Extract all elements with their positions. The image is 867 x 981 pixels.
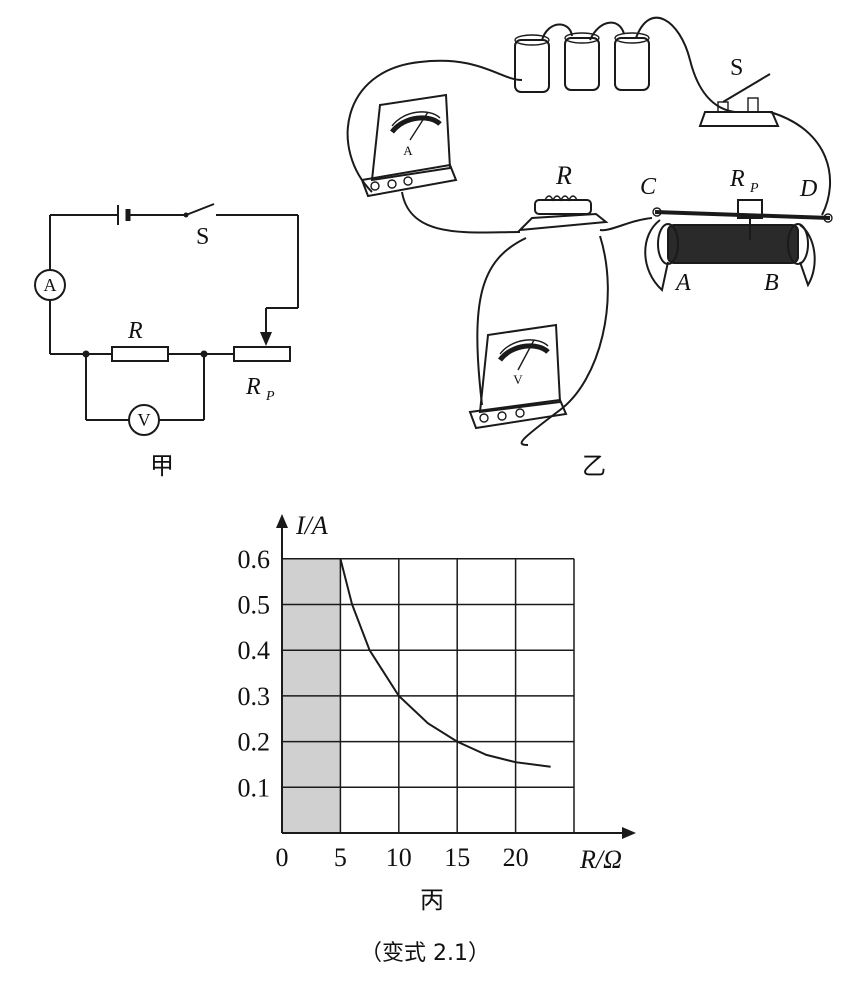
- resistor-label: R: [127, 318, 143, 344]
- wire-resistor-rheostat: [599, 217, 653, 232]
- ammeter-device: [360, 93, 458, 198]
- rheostat-terminal-c: C: [640, 174, 657, 200]
- x-tick-label: 5: [334, 843, 347, 872]
- switch-label-physical: S: [730, 55, 743, 81]
- caption-bing: 丙: [420, 886, 444, 914]
- apparatus-drawing: S A R: [346, 16, 833, 480]
- rheostat-rp: [233, 346, 291, 362]
- rheostat-label: R: [245, 374, 261, 400]
- voltmeter-device: [468, 323, 568, 430]
- y-tick-label: 0.4: [238, 636, 271, 665]
- switch-blade: [185, 203, 215, 216]
- y-axis-label: I/A: [295, 511, 328, 540]
- chart-axes: [276, 514, 636, 839]
- x-axis-arrow: [622, 827, 636, 839]
- footer-caption: （变式 2.1）: [360, 941, 490, 966]
- wire-ammeter-resistor: [401, 191, 521, 234]
- resistor-device: [517, 195, 609, 232]
- caption-yi: 乙: [582, 452, 606, 480]
- y-tick-label: 0.1: [238, 773, 271, 802]
- chart-grid: [282, 558, 575, 833]
- y-tick-label: 0.2: [238, 728, 271, 757]
- series-curve: [339, 558, 551, 768]
- switch-label: S: [196, 224, 209, 250]
- circuit-schematic: A V S R R P 甲: [34, 203, 299, 480]
- rheostat-subscript: P: [265, 389, 275, 404]
- ammeter-letter: A: [44, 275, 57, 295]
- x-tick-label: 15: [444, 843, 470, 872]
- resistor-r: [111, 346, 169, 362]
- x-axis-label: R/Ω: [579, 845, 622, 874]
- x-tick-label: 20: [503, 843, 529, 872]
- rheostat-terminal-b: B: [764, 270, 779, 296]
- wire-battery-switch: [635, 16, 736, 113]
- knife-switch: [698, 73, 780, 127]
- voltmeter-face-letter: V: [513, 372, 523, 387]
- rheostat-label-physical: R: [729, 166, 745, 192]
- battery-pack: [514, 32, 650, 93]
- current-resistance-chart: 0 5 10 15 20 0.1 0.2 0.3 0.4 0.5 0.6 I/A R/Ω: [238, 511, 636, 874]
- rheostat-device: [644, 199, 833, 292]
- wire-switch-rheostat: [769, 111, 832, 216]
- x-tick-label: 10: [386, 843, 412, 872]
- y-axis-arrow: [276, 514, 288, 528]
- rheostat-terminal-d: D: [799, 176, 817, 202]
- voltmeter-letter: V: [138, 410, 151, 430]
- wire-resistor-voltmeter-neg: [476, 237, 527, 406]
- y-tick-label: 0.6: [238, 545, 271, 574]
- chart-tick-labels: 0 5 10 15 20 0.1 0.2 0.3 0.4 0.5 0.6: [238, 545, 529, 872]
- wire-ammeter-battery: [346, 59, 523, 193]
- y-tick-label: 0.5: [238, 591, 271, 620]
- wire-resistor-voltmeter-pos: [520, 235, 609, 446]
- caption-jia: 甲: [150, 452, 174, 480]
- rheostat-subscript-physical: P: [749, 181, 759, 196]
- x-tick-label: 0: [276, 843, 289, 872]
- resistor-label-physical: R: [555, 161, 572, 190]
- ammeter-face-letter: A: [403, 143, 413, 158]
- rheostat-slider-arrow: [260, 332, 272, 346]
- rheostat-terminal-a: A: [674, 270, 691, 296]
- y-tick-label: 0.3: [238, 682, 271, 711]
